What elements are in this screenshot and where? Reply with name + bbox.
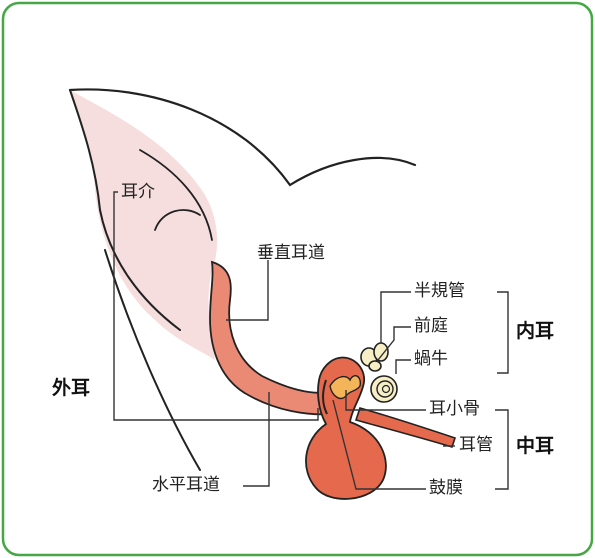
label-vestibule: 前庭 [414,318,448,335]
group-label-outer-ear: 外耳 [52,379,90,398]
label-cochlea: 蝸牛 [414,351,448,368]
group-label-middle-ear: 中耳 [516,437,554,456]
label-ossicles: 耳小骨 [429,401,480,418]
diagram-frame [3,3,592,555]
label-horizontal-canal: 水平耳道 [152,477,220,494]
label-pinna: 耳介 [121,184,155,201]
cochlea-shape [371,376,397,402]
label-semicircular-canals: 半規管 [414,283,465,300]
label-eustachian-tube: 耳管 [459,437,493,454]
label-vertical-canal: 垂直耳道 [257,245,325,262]
label-eardrum: 鼓膜 [429,480,463,497]
group-label-inner-ear: 内耳 [516,322,554,341]
